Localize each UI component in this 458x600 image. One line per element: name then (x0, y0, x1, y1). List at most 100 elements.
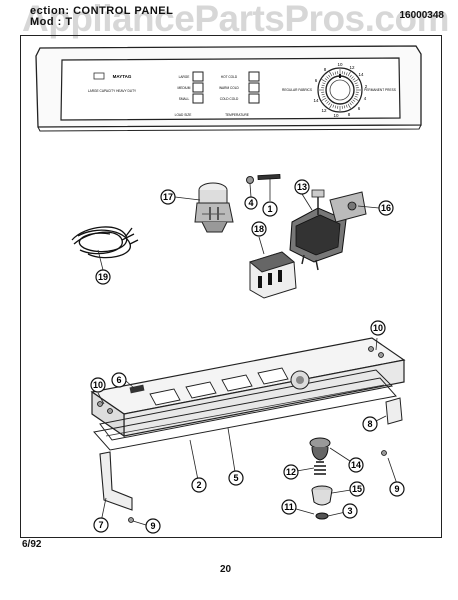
section-header: ection: CONTROL PANEL Mod : T (30, 6, 173, 28)
callout-18: 18 (251, 221, 267, 237)
dial-number: 4 (364, 96, 367, 101)
dial-tick (353, 79, 359, 83)
dial-tick (322, 95, 326, 98)
dial-tick (329, 71, 333, 77)
brand-logo: MAYTAG (113, 74, 132, 79)
dial-number: 6 (358, 106, 361, 111)
diagram-frame (20, 35, 442, 538)
document-number: 16000348 (399, 10, 445, 21)
temperature-buttons: HOT COLD WARM COLD COLD COLD (219, 71, 260, 104)
dial-tick (353, 97, 359, 101)
capacity-label: LARGE CAPACITY HEAVY DUTY (88, 89, 137, 93)
callout-9: 9 (389, 481, 405, 497)
svg-text:8: 8 (367, 419, 372, 429)
dial-tick (354, 95, 358, 98)
callout-2: 2 (191, 477, 207, 493)
svg-text:9: 9 (150, 521, 155, 531)
dial-tick (352, 99, 356, 102)
dial-tick (328, 102, 331, 106)
model-line: Mod : T (30, 16, 73, 28)
dial-tick (326, 76, 329, 79)
dial-tick (349, 102, 352, 106)
callout-10: 10 (90, 377, 106, 393)
dial-tick (343, 71, 346, 75)
load-size-buttons: LARGE MEDIUM SMALL (178, 71, 204, 104)
dial-tick (321, 93, 325, 96)
dial-tick (355, 93, 359, 96)
dial-number: 10 (337, 62, 343, 67)
dial-tick (343, 105, 346, 109)
dial-tick (328, 74, 331, 78)
push-button-switch-part (248, 251, 297, 299)
dial-tick (324, 99, 328, 102)
knob-part (246, 174, 281, 184)
dial-tick (334, 71, 337, 75)
callout-10: 10 (370, 320, 386, 336)
permanent-press-label: PERMANENT PRESS (364, 88, 396, 92)
svg-text:10: 10 (93, 380, 103, 390)
page-number: 20 (220, 564, 232, 575)
dial-tick (349, 74, 352, 78)
water-valve-part (289, 189, 367, 271)
svg-text:4: 4 (248, 198, 253, 208)
dial-tick (321, 84, 325, 87)
load-button-label: MEDIUM (178, 86, 191, 90)
svg-text:11: 11 (284, 502, 294, 512)
callout-12: 12 (283, 464, 299, 480)
dial-tick (332, 72, 335, 76)
svg-text:12: 12 (286, 467, 296, 477)
dial-number: 6 (315, 78, 318, 83)
timer-part (194, 182, 234, 233)
console-base (90, 337, 406, 523)
callout-7: 7 (93, 517, 109, 533)
dial-number: 12 (321, 108, 327, 113)
svg-text:18: 18 (254, 224, 264, 234)
dial-tick (326, 101, 329, 104)
dial-tick (351, 101, 354, 104)
callout-16: 16 (378, 200, 394, 216)
callout-4: 4 (244, 196, 258, 210)
dial-tick (345, 104, 348, 108)
dial-number: 10 (333, 113, 339, 118)
svg-text:17: 17 (163, 192, 173, 202)
svg-text:15: 15 (352, 484, 362, 494)
svg-text:5: 5 (233, 473, 238, 483)
watermark: AppliancePartsPros.com (22, 0, 449, 39)
svg-text:2: 2 (196, 480, 201, 490)
load-button-label: LARGE (179, 75, 190, 79)
callout-13: 13 (294, 179, 310, 195)
dial-tick (334, 105, 337, 109)
callout-5: 5 (228, 470, 244, 486)
callout-leaders (97, 179, 398, 526)
callout-3: 3 (342, 503, 358, 519)
load-size-caption: LOAD SIZE (175, 113, 192, 117)
dial-tick (321, 97, 327, 101)
svg-text:3: 3 (347, 506, 352, 516)
dial-tick (321, 79, 327, 83)
revision-date: 6/92 (22, 539, 42, 550)
timer-dial: 10 12 14 2 4 6 8 10 12 14 6 8 (313, 62, 367, 118)
dial-number: 12 (349, 65, 355, 70)
dial-tick (324, 78, 328, 81)
svg-text:9: 9 (394, 484, 399, 494)
svg-text:7: 7 (98, 520, 103, 530)
dial-tick (322, 82, 326, 85)
regular-fabrics-label: REGULAR FABRICS (282, 88, 312, 92)
dial-number: 2 (365, 84, 368, 89)
callout-6: 6 (111, 372, 127, 388)
dial-tick (347, 71, 351, 77)
dial-tick (332, 104, 335, 108)
dial-tick (354, 82, 358, 85)
control-panel: MAYTAG LARGE CAPACITY HEAVY DUTY LARGE M… (35, 45, 422, 132)
dial-tick (347, 103, 351, 109)
dial-tick (351, 76, 354, 79)
section-title: ection: CONTROL PANEL (30, 5, 174, 17)
callout-14: 14 (348, 457, 364, 473)
wire-harness-part (71, 226, 139, 259)
callout-9: 9 (145, 518, 161, 534)
dial-number: 14 (313, 98, 319, 103)
callout-15: 15 (349, 481, 365, 497)
dial-number: 8 (324, 67, 327, 72)
callout-1: 1 (262, 201, 278, 217)
